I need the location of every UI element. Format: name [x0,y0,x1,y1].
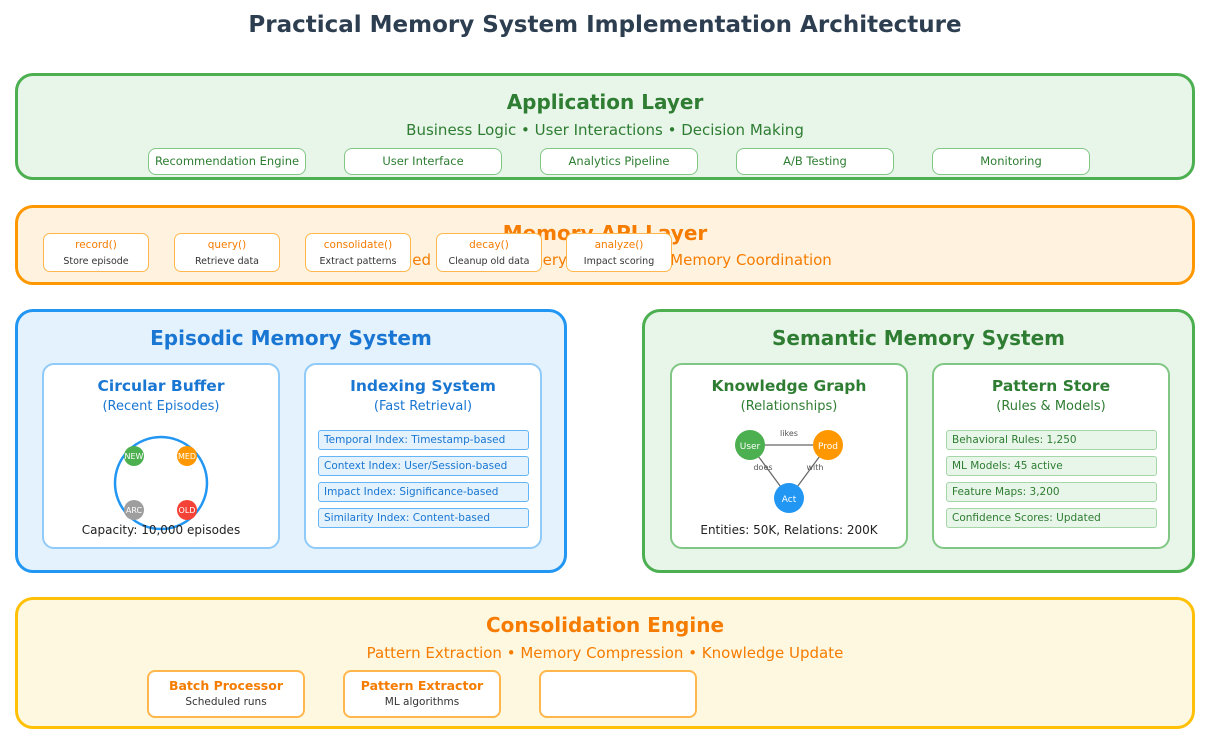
cons-component-batch-processor: Batch Processor Scheduled runs [147,670,305,718]
circular-buffer-box: Circular Buffer (Recent Episodes) NEW ME… [42,363,280,549]
app-component-monitoring: Monitoring [932,148,1090,175]
api-op-fn: consolidate() [323,239,393,251]
index-item-impact: Impact Index: Significance-based [318,482,529,502]
app-component-ab-testing: A/B Testing [736,148,894,175]
memory-api-layer: Memory API Layer Unified Interface • Que… [15,205,1195,285]
api-op-record: record() Store episode [43,233,149,272]
application-layer: Application Layer Business Logic • User … [15,73,1195,180]
api-op-fn: record() [75,239,117,251]
knowledge-graph-box: Knowledge Graph (Relationships) likes do… [670,363,908,549]
edge-label-does: does [753,463,772,472]
circular-buffer-title: Circular Buffer [97,377,225,395]
svg-text:NEW: NEW [125,452,144,461]
api-op-desc: Retrieve data [194,256,260,267]
pattern-store-box: Pattern Store (Rules & Models) Behaviora… [932,363,1170,549]
cons-component-empty [539,670,697,718]
api-op-fn: decay() [469,239,509,251]
buffer-capacity: Capacity: 10,000 episodes [81,523,241,537]
graph-node-prod: Prod [813,430,843,460]
edge-label-with: with [807,463,824,472]
graph-node-act: Act [774,483,804,513]
knowledge-graph-title: Knowledge Graph [711,377,867,395]
buffer-ring [113,435,209,531]
api-op-desc: Extract patterns [319,256,397,267]
svg-text:Prod: Prod [818,442,838,452]
pattern-store-subtitle: (Rules & Models) [996,399,1106,414]
svg-text:MED: MED [178,452,196,461]
application-layer-subtitle: Business Logic • User Interactions • Dec… [406,121,804,139]
pattern-item-ml-models: ML Models: 45 active [946,456,1157,476]
buffer-node-new: NEW [124,446,144,466]
index-item-temporal: Temporal Index: Timestamp-based [318,430,529,450]
cons-component-desc: ML algorithms [384,696,460,708]
buffer-node-med: MED [177,446,197,466]
consolidation-title: Consolidation Engine [485,613,725,637]
episodic-title: Episodic Memory System [150,326,432,350]
episodic-memory-system: Episodic Memory System Circular Buffer (… [15,309,567,573]
circular-buffer-diagram: NEW MED ARC OLD [113,435,209,531]
graph-stats: Entities: 50K, Relations: 200K [700,523,878,537]
api-op-fn: analyze() [594,239,644,251]
svg-text:OLD: OLD [179,506,196,515]
semantic-title: Semantic Memory System [772,326,1065,350]
app-component-user-interface: User Interface [344,148,502,175]
knowledge-graph-diagram: likes does with User Prod Act [735,429,843,513]
app-component-analytics-pipeline: Analytics Pipeline [540,148,698,175]
api-op-desc: Cleanup old data [448,256,530,267]
svg-text:ARC: ARC [126,506,143,515]
edge-label-likes: likes [780,429,798,438]
buffer-node-old: OLD [177,500,197,520]
pattern-item-behavioral-rules: Behavioral Rules: 1,250 [946,430,1157,450]
svg-text:Act: Act [782,495,797,505]
consolidation-subtitle: Pattern Extraction • Memory Compression … [366,644,844,662]
pattern-item-confidence-scores: Confidence Scores: Updated [946,508,1157,528]
svg-text:User: User [740,442,761,452]
knowledge-graph-subtitle: (Relationships) [740,399,838,414]
api-op-desc: Store episode [63,256,129,267]
cons-component-name: Pattern Extractor [360,678,484,693]
api-op-desc: Impact scoring [583,256,655,267]
app-component-recommendation-engine: Recommendation Engine [148,148,306,175]
index-item-context: Context Index: User/Session-based [318,456,529,476]
circular-buffer-subtitle: (Recent Episodes) [102,399,220,414]
index-item-similarity: Similarity Index: Content-based [318,508,529,528]
cons-component-desc: Scheduled runs [185,696,267,708]
indexing-title: Indexing System [350,377,496,395]
buffer-node-arc: ARC [124,500,144,520]
api-op-query: query() Retrieve data [174,233,280,272]
api-op-consolidate: consolidate() Extract patterns [305,233,411,272]
application-layer-title: Application Layer [506,90,704,114]
page-title: Practical Memory System Implementation A… [248,12,962,38]
cons-component-pattern-extractor: Pattern Extractor ML algorithms [343,670,501,718]
pattern-item-feature-maps: Feature Maps: 3,200 [946,482,1157,502]
semantic-memory-system: Semantic Memory System Knowledge Graph (… [642,309,1195,573]
pattern-store-title: Pattern Store [991,377,1111,395]
consolidation-engine: Consolidation Engine Pattern Extraction … [15,597,1195,729]
indexing-system-box: Indexing System (Fast Retrieval) Tempora… [304,363,542,549]
api-op-fn: query() [207,239,247,251]
api-op-decay: decay() Cleanup old data [436,233,542,272]
cons-component-name: Batch Processor [168,678,284,693]
graph-node-user: User [735,430,765,460]
api-op-analyze: analyze() Impact scoring [566,233,672,272]
indexing-subtitle: (Fast Retrieval) [373,399,473,414]
